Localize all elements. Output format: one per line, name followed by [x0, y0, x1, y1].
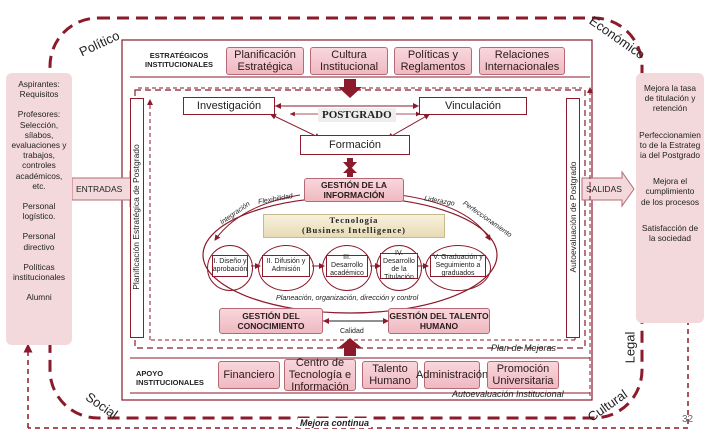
- page-number: 32: [682, 414, 694, 425]
- input-item: Alumni: [26, 292, 52, 303]
- autoevaluacion-institucional-label: Autoevaluación Institucional: [452, 389, 564, 399]
- phase-1: I. Diseño y aprobación: [212, 255, 248, 277]
- plan-mejoras-label: Plan de Mejoras: [491, 343, 557, 353]
- strategic-box-politicas: Políticas y Reglamentos: [394, 47, 472, 75]
- investigacion-box: Investigación: [183, 97, 275, 115]
- salidas-arrow: [581, 170, 635, 208]
- planeacion-label: Planeación, organización, dirección y co…: [276, 293, 419, 302]
- support-box-promocion: Promoción Universitaria: [487, 361, 559, 389]
- input-item: Personal directivo: [22, 231, 56, 252]
- calidad-label: Calidad: [340, 328, 364, 335]
- salidas-label: SALIDAS: [586, 184, 622, 194]
- support-box-financiero: Financiero: [218, 361, 280, 389]
- input-item: Personal logístico.: [22, 201, 56, 222]
- output-item: Satisfacción de la sociedad: [641, 222, 699, 244]
- inputs-panel: Aspirantes: Requisitos Profesores: Selec…: [6, 73, 72, 345]
- phase-circle-4: [376, 245, 422, 291]
- support-box-administracion: Administración: [416, 361, 488, 389]
- mejora-continua-label: Mejora continua: [298, 418, 372, 428]
- autoevaluacion-postgrado-bar: [566, 98, 580, 338]
- tecnologia-box: Tecnología (Business Intelligence): [263, 214, 445, 238]
- planificacion-postgrado-bar: [130, 98, 144, 338]
- strategic-box-relaciones: Relaciones Internacionales: [479, 47, 565, 75]
- vinculacion-box: Vinculación: [419, 97, 527, 115]
- gestion-talento-box: GESTIÓN DEL TALENTO HUMANO: [388, 308, 490, 334]
- strategic-label: ESTRATÉGICOS INSTITUCIONALES: [145, 51, 213, 69]
- planificacion-postgrado-label: Planificación Estratégica de Postgrado: [131, 144, 141, 290]
- gestion-informacion-box: GESTIÓN DE LA INFORMACIÓN: [304, 178, 404, 202]
- phase-circle-1: [207, 245, 253, 291]
- env-legal: Legal: [622, 331, 638, 364]
- input-item: Políticas institucionales: [12, 261, 66, 283]
- phase-circle-2: [258, 245, 314, 291]
- postgrado-label: POSTGRADO: [318, 108, 396, 122]
- phase-circle-5: [425, 245, 491, 291]
- system-frame: [121, 39, 593, 401]
- output-item: Perfeccionamiento de la Estrategia del P…: [639, 129, 701, 161]
- support-box-talento: Talento Humano: [362, 361, 418, 389]
- formacion-box: Formación: [300, 135, 410, 155]
- strategic-box-cultura: Cultura Institucional: [310, 47, 388, 75]
- entradas-label: ENTRADAS: [76, 184, 123, 194]
- input-item: Profesores: Selección, sílabos, evaluaci…: [11, 109, 67, 191]
- output-item: Mejora el cumplimiento de los procesos: [640, 176, 700, 207]
- strategic-box-planificacion: Planificación Estratégica: [226, 47, 304, 75]
- phase-4: IV. Desarrollo de la Titulación: [380, 250, 418, 281]
- phase-circle-3: [322, 245, 372, 291]
- support-box-centro-tecnologia: Centro de Tecnología e Información: [284, 357, 356, 393]
- gestion-conocimiento-box: GESTIÓN DEL CONOCIMIENTO: [219, 308, 323, 334]
- input-item: Aspirantes: Requisitos: [18, 79, 60, 100]
- outputs-panel: Mejora la tasa de titulación y retención…: [636, 73, 704, 323]
- autoevaluacion-postgrado-label: Autoevaluación de Postgrado: [568, 161, 578, 273]
- output-item: Mejora la tasa de titulación y retención: [643, 83, 697, 114]
- phase-5: V. Graduación y Seguimiento a graduados: [430, 254, 486, 277]
- phase-2: II. Difusión y Admisión: [262, 255, 310, 277]
- phase-3: III. Desarrollo académico: [326, 254, 368, 277]
- support-label: APOYO INSTITUCIONALES: [136, 369, 204, 387]
